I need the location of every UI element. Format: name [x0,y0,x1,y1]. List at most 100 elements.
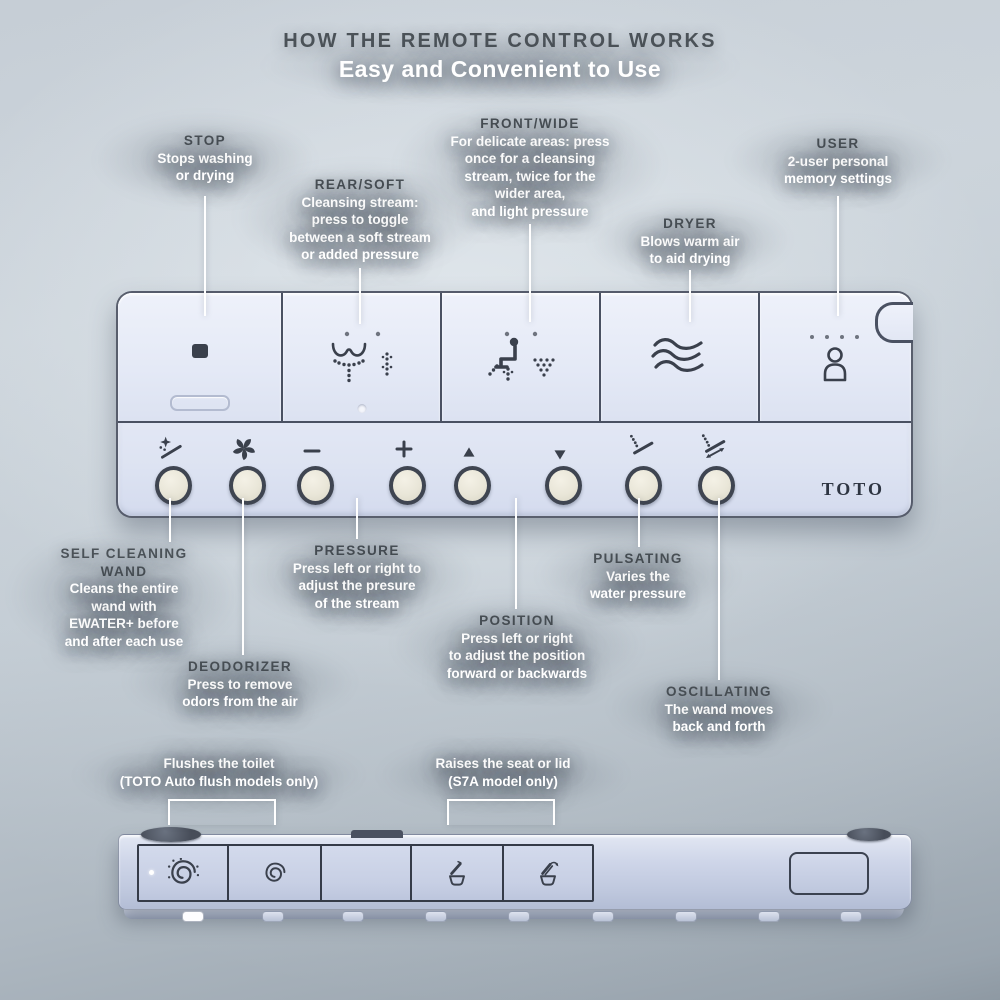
edge-foot [508,911,530,922]
callout-deodorizer-heading: DEODORIZER [187,659,293,674]
edge-foot [840,911,862,922]
callout-pressure: PRESSURE Press left or right to adjust t… [293,542,421,612]
callout-stop: STOP Stops washing or drying [157,132,252,185]
callout-position: POSITION Press left or right to adjust t… [447,612,587,682]
position-up-button[interactable] [454,466,491,505]
edge-key-row [137,844,594,902]
battery-door[interactable] [789,852,869,895]
callout-pressure-body: Press left or right to adjust the presur… [292,560,422,611]
rear-spray-icon [331,331,393,383]
callout-position-body: Press left or right to adjust the positi… [446,630,588,681]
note-flush: Flushes the toilet (TOTO Auto flush mode… [119,756,319,790]
wand-sparkle-icon [159,436,182,459]
callout-user: USER 2-user personal memory settings [784,135,892,188]
front-spray-icon [488,331,556,381]
pressure-minus-button[interactable] [297,466,334,505]
callout-front-wide-body: For delicate areas: press once for a cle… [450,133,610,219]
callout-wand-body: Cleans the entire wand with EWATER+ befo… [64,581,184,649]
rear-soft-button[interactable] [283,293,443,423]
large-key-row [118,293,914,423]
hanger-notch [875,302,914,343]
edge-foot [758,911,780,922]
mount-knob-left [141,827,201,842]
remote-control-front: TOTO [116,291,914,518]
note-seat: Raises the seat or lid (S7A model only) [435,756,571,790]
pressure-plus-button[interactable] [389,466,426,505]
lid-open-icon [449,860,465,886]
deodorizer-button[interactable] [229,466,266,505]
callout-rear-soft: REAR/SOFT Cleansing stream: press to tog… [289,176,431,264]
callout-rear-soft-heading: REAR/SOFT [314,177,406,192]
plus-icon [395,440,413,458]
oscillating-wand-icon [701,434,726,458]
callout-dryer: DRYER Blows warm air to aid drying [640,215,739,268]
edge-foot [342,911,364,922]
dryer-button[interactable] [600,293,760,423]
callout-dryer-heading: DRYER [663,216,717,231]
callout-line-pressure [356,498,358,539]
callout-position-heading: POSITION [479,613,555,628]
callout-user-heading: USER [816,136,860,151]
callout-line-dryer [689,270,691,322]
fan-icon [232,438,255,461]
callout-wand-heading: SELF CLEANING WAND [60,546,188,579]
flush-eco-button[interactable] [229,846,322,900]
page-subtitle: Easy and Convenient to Use [338,56,662,82]
callout-line-wand [169,498,171,542]
callout-stop-body: Stops washing or drying [157,150,253,184]
stop-button[interactable] [118,293,284,423]
dryer-waves-icon [651,338,704,372]
position-down-button[interactable] [545,466,582,505]
flush-swirl-dots-icon [167,858,199,884]
remote-control-edge [118,827,912,910]
bracket-seat [447,799,555,825]
callout-front-wide-heading: FRONT/WIDE [480,116,580,131]
flush-full-button[interactable] [139,846,229,900]
user-button[interactable] [759,293,914,423]
rear-soft-led [357,404,367,413]
stop-square-icon [191,344,208,358]
self-cleaning-wand-button[interactable] [155,466,192,505]
callout-line-stop [204,196,206,316]
callout-line-user [837,196,839,316]
callout-line-oscillating [718,498,720,680]
callout-self-cleaning-wand: SELF CLEANING WAND Cleans the entire wan… [61,545,188,650]
top-tab [351,830,403,838]
flush-swirl-icon [264,862,285,882]
stop-indicator-pill [169,395,230,411]
callout-pulsating-body: Varies the water pressure [589,568,687,602]
seat-raise-button[interactable] [504,846,592,900]
triangle-down-icon [554,450,566,460]
pulsating-wand-icon [629,434,654,455]
toto-logo: TOTO [821,479,885,499]
callout-front-wide: FRONT/WIDE For delicate areas: press onc… [450,115,609,220]
callout-line-pulsating [638,498,640,547]
callout-deodorizer-body: Press to remove odors from the air [182,676,298,710]
callout-stop-heading: STOP [183,133,227,148]
callout-pulsating: PULSATING Varies the water pressure [590,550,686,603]
oscillating-button[interactable] [698,466,735,505]
blank-button[interactable] [322,846,412,900]
bracket-flush [168,799,276,825]
lid-raise-button[interactable] [412,846,504,900]
minus-icon [303,449,321,453]
callout-line-position [515,498,517,609]
callout-user-body: 2-user personal memory settings [783,153,893,187]
seat-open-arrow-icon [540,861,559,886]
flush-led [149,870,154,875]
edge-foot [592,911,614,922]
pulsating-button[interactable] [625,466,662,505]
callout-rear-soft-body: Cleansing stream: press to toggle betwee… [289,194,431,263]
callout-oscillating: OSCILLATING The wand moves back and fort… [665,683,774,736]
edge-foot [262,911,284,922]
callout-oscillating-body: The wand moves back and forth [664,701,774,735]
callout-pulsating-heading: PULSATING [593,551,683,566]
edge-foot [675,911,697,922]
callout-dryer-body: Blows warm air to aid drying [640,233,740,267]
triangle-up-icon [463,447,475,457]
edge-foot [182,911,204,922]
callout-line-deodorizer [242,498,244,655]
mount-knob-right [847,828,891,841]
front-wide-button[interactable] [442,293,601,423]
